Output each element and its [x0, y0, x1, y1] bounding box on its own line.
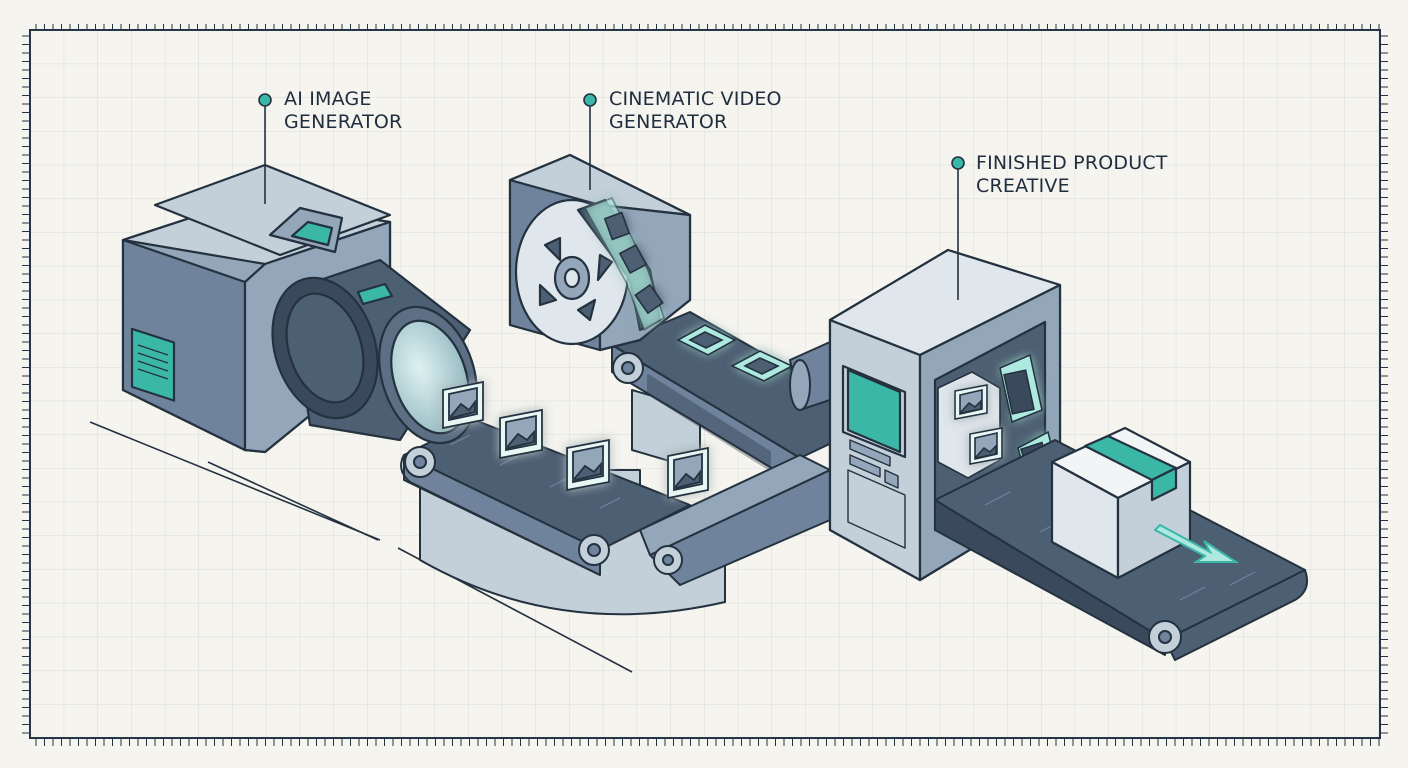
- callout-text: FINISHED PRODUCT: [976, 152, 1168, 174]
- camera-icon: [121, 163, 478, 454]
- callout-dot-image-generator: [258, 93, 272, 107]
- callout-text: AI IMAGE: [284, 88, 372, 110]
- arrow-icon: [1153, 523, 1240, 563]
- film-frame-items: [676, 324, 794, 382]
- callout-image-generator: AI IMAGE GENERATOR: [284, 88, 402, 134]
- film-strip-icon: [583, 197, 665, 332]
- lower-conveyor: [639, 454, 831, 586]
- image-frame-icon: [442, 380, 709, 500]
- callout-text: GENERATOR: [609, 111, 728, 133]
- image-conveyor: [400, 419, 691, 576]
- box-icon: [1050, 426, 1192, 580]
- callout-text: GENERATOR: [284, 111, 403, 133]
- callout-text: CINEMATIC VIDEO: [609, 88, 782, 110]
- callout-finished-product: FINISHED PRODUCT CREATIVE: [976, 152, 1168, 198]
- callout-dot-video-generator: [583, 93, 597, 107]
- callout-dot-finished-product: [951, 156, 965, 170]
- callout-text: CREATIVE: [976, 175, 1070, 197]
- callout-leaders: [264, 100, 959, 300]
- blueprint-frame: [22, 24, 1388, 746]
- callout-video-generator: CINEMATIC VIDEO GENERATOR: [609, 88, 782, 134]
- connector-cylinder: [788, 340, 831, 412]
- callout-dots: [258, 93, 965, 170]
